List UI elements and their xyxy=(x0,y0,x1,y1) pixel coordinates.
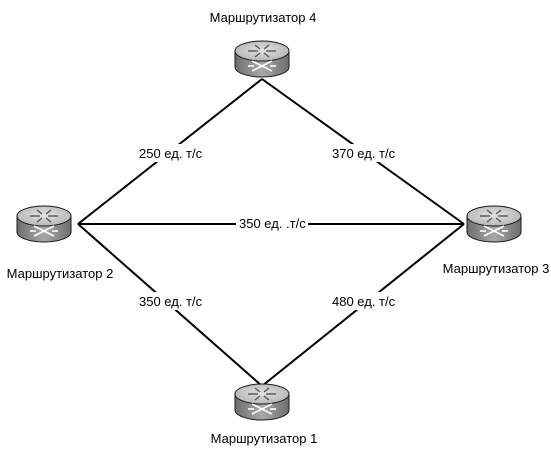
router-label-2: Маршрутизатор 2 xyxy=(7,266,114,281)
link-label-r2-r4-group: 250 ед. т/с xyxy=(136,144,208,162)
links xyxy=(77,78,465,387)
link-label-r4-r3-group: 370 ед. т/с xyxy=(329,144,401,162)
link-label-r2-r1-group: 350 ед. т/с xyxy=(136,292,208,310)
router-1 xyxy=(234,383,290,421)
router-2 xyxy=(16,205,72,243)
router-icon xyxy=(466,205,522,243)
link-label-r2-r3-group: 350 ед. .т/с xyxy=(236,214,308,232)
router-label-3: Маршрутизатор 3 xyxy=(443,261,550,276)
link-label-r1-r3-group: 480 ед. т/с xyxy=(329,292,401,310)
router-3 xyxy=(466,205,522,243)
router-4 xyxy=(234,40,290,78)
router-icon xyxy=(234,40,290,78)
link-label-r4-r3: 370 ед. т/с xyxy=(332,146,396,161)
link-label-r2-r4: 250 ед. т/с xyxy=(139,146,203,161)
router-label-1: Маршрутизатор 1 xyxy=(211,431,318,446)
router-icon xyxy=(16,205,72,243)
link-label-r2-r3: 350 ед. .т/с xyxy=(239,216,306,231)
router-label-4: Маршрутизатор 4 xyxy=(210,10,317,25)
router-icon xyxy=(234,383,290,421)
link-label-r2-r1: 350 ед. т/с xyxy=(139,294,203,309)
link-label-r1-r3: 480 ед. т/с xyxy=(332,294,396,309)
